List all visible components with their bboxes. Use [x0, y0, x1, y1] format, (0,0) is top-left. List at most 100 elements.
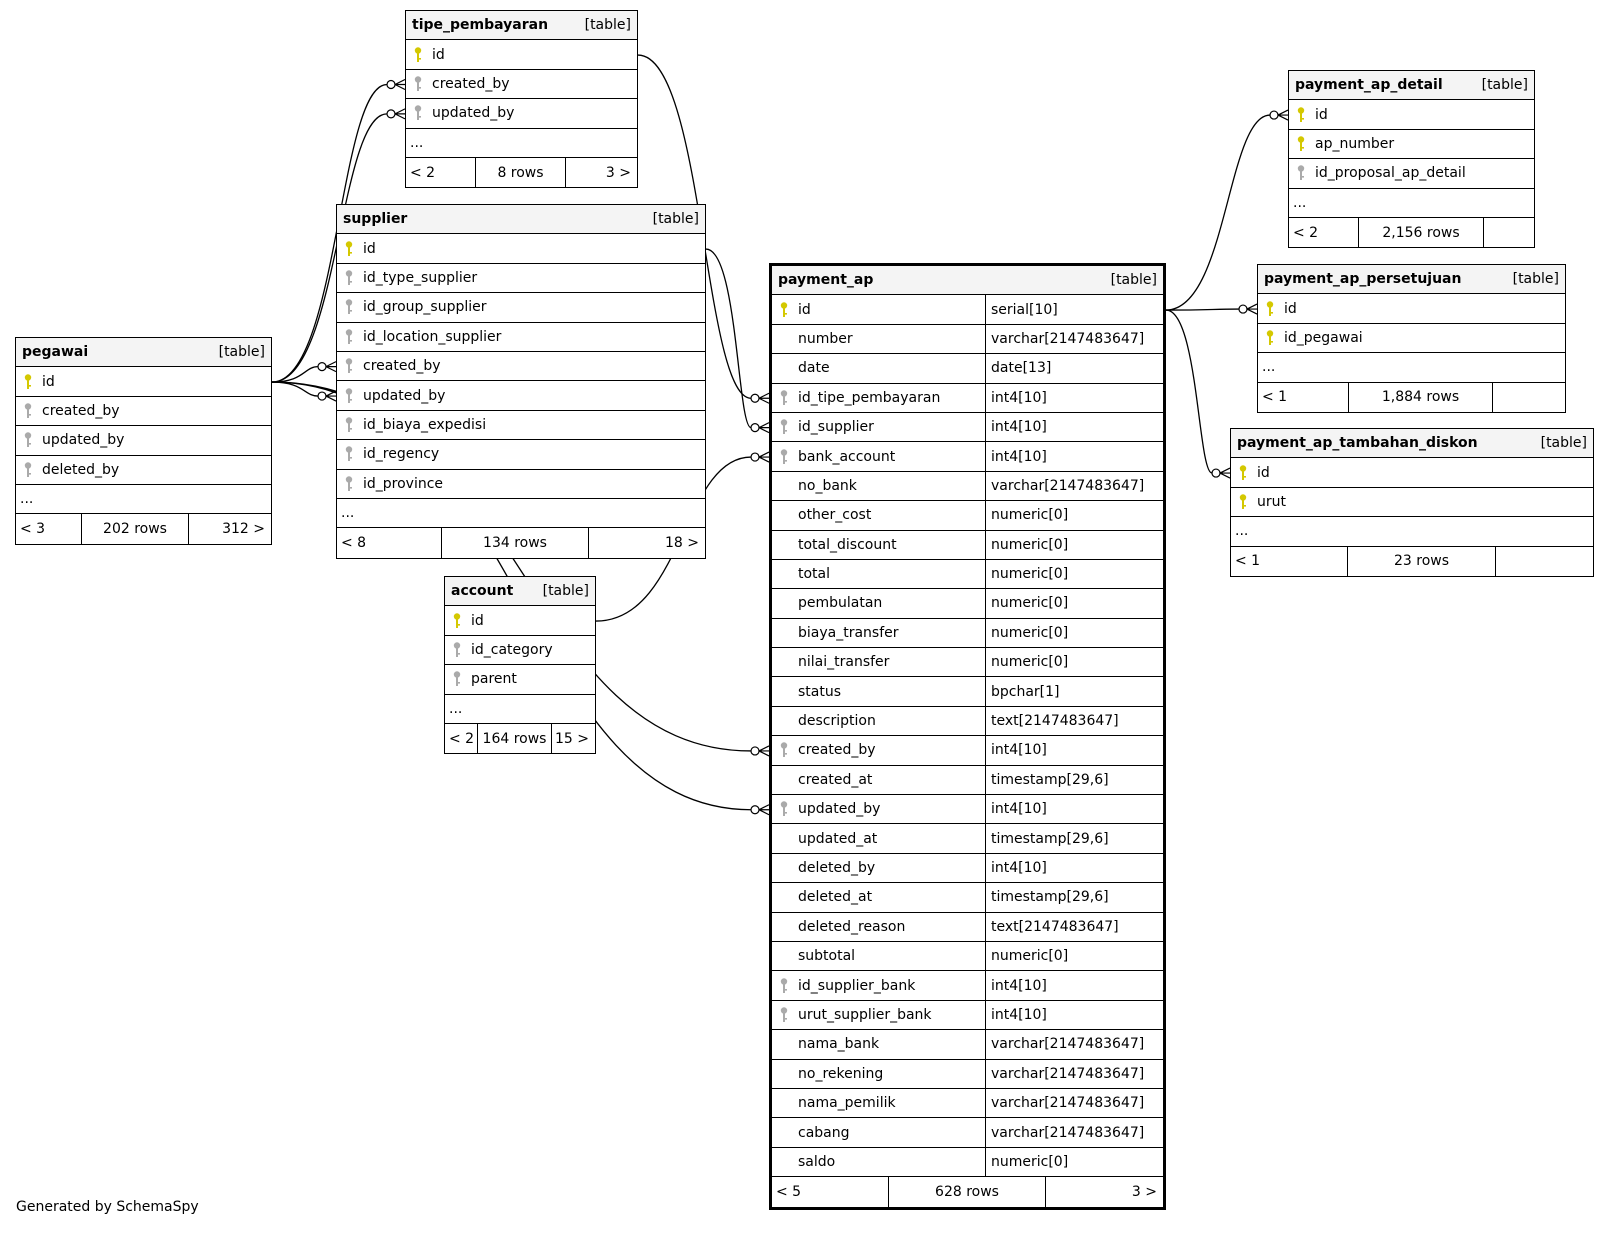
column-name: status	[796, 677, 986, 706]
relationship-line	[271, 381, 319, 397]
foreign-key-icon	[16, 431, 40, 449]
column-name: id	[432, 46, 445, 63]
row-count: 628 rows	[889, 1177, 1046, 1207]
column-row: ap_number	[1289, 130, 1534, 160]
parent-count: < 3	[16, 514, 82, 544]
column-type: int4[10]	[991, 977, 1047, 994]
table-name: account	[451, 583, 514, 600]
column-row: id_group_supplier	[337, 293, 705, 323]
column-name: created_by	[432, 75, 510, 92]
table-name: supplier	[343, 211, 408, 228]
column-name: id	[42, 373, 55, 390]
column-name: urut_supplier_bank	[796, 1000, 986, 1030]
more-columns-ellipsis: ...	[406, 129, 637, 158]
column-type: int4[10]	[991, 801, 1047, 818]
row-count: 8 rows	[476, 157, 566, 188]
foreign-key-icon	[772, 977, 796, 995]
table-kind: [table]	[1481, 77, 1528, 94]
table-name: payment_ap_persetujuan	[1264, 271, 1462, 288]
column-name: updated_by	[42, 432, 125, 449]
foreign-key-icon	[772, 418, 796, 436]
foreign-key-icon	[1289, 164, 1313, 182]
column-type: int4[10]	[991, 389, 1047, 406]
foreign-key-icon	[337, 298, 361, 316]
column-name: bank_account	[796, 442, 986, 471]
table-header: pegawai [table]	[16, 338, 271, 368]
table-name: tipe_pembayaran	[412, 17, 549, 34]
column-name: id	[1315, 106, 1328, 123]
column-type: numeric[0]	[991, 507, 1069, 524]
table-header: payment_ap_detail[table]	[1289, 71, 1534, 101]
column-name: id	[363, 240, 376, 257]
table-kind: [table]	[218, 344, 265, 361]
child-count: 18 >	[665, 534, 699, 551]
crow-foot-marker	[750, 422, 770, 434]
column-name: updated_by	[363, 387, 446, 404]
column-row: id_proposal_ap_detail	[1289, 159, 1534, 189]
column-type: int4[10]	[991, 1006, 1047, 1023]
more-columns-ellipsis: ...	[16, 485, 271, 515]
column-row: id_location_supplier	[337, 323, 705, 352]
column-name: id_province	[363, 475, 444, 492]
primary-key-icon	[1258, 329, 1282, 347]
column-row: created_by	[16, 397, 271, 427]
column-name: id	[471, 612, 484, 629]
column-row: created_by	[406, 70, 637, 100]
table-header: payment_ap_persetujuan [table]	[1258, 265, 1565, 295]
child-count: 3 >	[1131, 1183, 1157, 1200]
foreign-key-icon	[445, 641, 469, 659]
column-name: parent	[471, 671, 517, 688]
column-type: text[2147483647]	[991, 918, 1119, 935]
column-row: id_pegawai	[1258, 324, 1565, 354]
table-header: payment_ap_tambahan_diskon[table]	[1231, 429, 1593, 459]
row-count: 23 rows	[1348, 546, 1496, 576]
column-name: no_bank	[796, 471, 986, 501]
column-name: ap_number	[1315, 135, 1395, 152]
row-count: 1,884 rows	[1349, 382, 1493, 412]
column-name: updated_at	[796, 824, 986, 853]
foreign-key-icon	[772, 800, 796, 818]
column-name: total	[796, 559, 986, 589]
table-kind: [table]	[652, 211, 699, 228]
column-name: saldo	[796, 1147, 986, 1177]
column-row: updated_by	[337, 381, 705, 411]
table-name: pegawai	[22, 344, 89, 361]
crow-foot-marker	[1211, 467, 1231, 479]
column-name: description	[796, 706, 986, 736]
row-count: 2,156 rows	[1359, 217, 1484, 248]
crow-foot-marker	[750, 451, 770, 463]
child-count	[1493, 383, 1565, 412]
parent-count: < 2	[445, 723, 478, 754]
column-row: parent	[445, 665, 595, 695]
table-kind: [table]	[542, 583, 589, 600]
column-name: subtotal	[796, 941, 986, 971]
crow-foot-marker	[317, 361, 337, 373]
foreign-key-icon	[16, 402, 40, 420]
column-row: id	[1258, 294, 1565, 324]
crow-foot-marker	[750, 745, 770, 757]
relationship-line	[1165, 309, 1213, 474]
column-type: int4[10]	[991, 860, 1047, 876]
crow-foot-marker	[317, 390, 337, 402]
primary-key-icon	[1231, 493, 1255, 511]
more-columns-ellipsis: ...	[445, 695, 595, 724]
column-type: numeric[0]	[991, 624, 1069, 641]
column-name: id_group_supplier	[363, 299, 487, 316]
table-kind: [table]	[1512, 271, 1559, 288]
